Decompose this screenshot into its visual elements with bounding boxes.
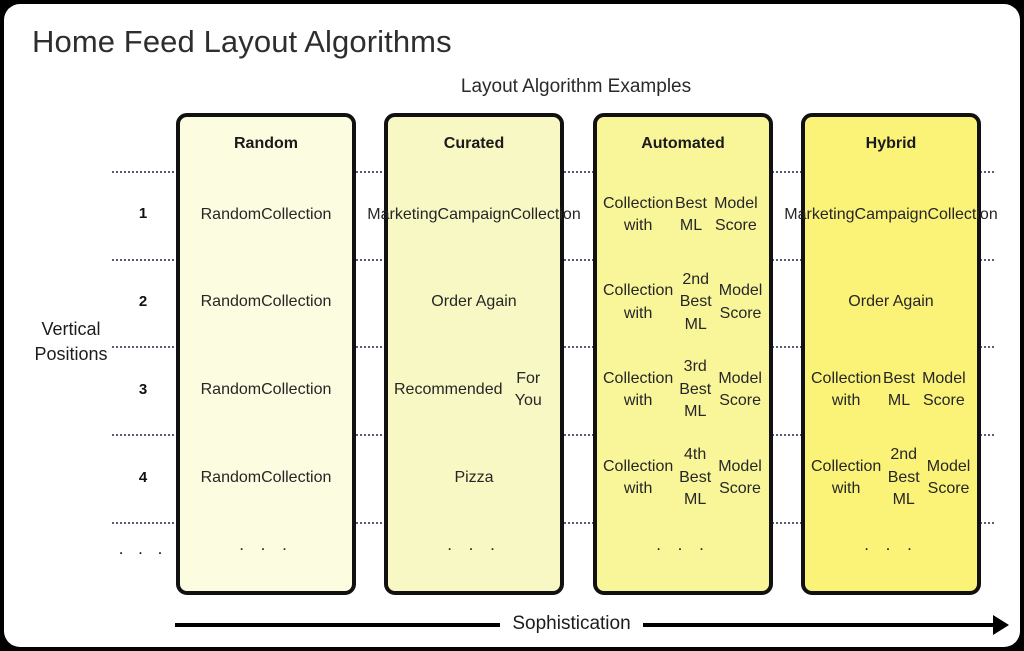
- column-header-automated: Automated: [641, 135, 725, 152]
- y-axis-label-line1: Vertical: [41, 319, 101, 339]
- page-title: Home Feed Layout Algorithms: [32, 24, 452, 59]
- right-arrow-icon: [993, 615, 1009, 635]
- cell-automated-ellipsis: . . .: [656, 534, 710, 554]
- y-axis-label-line2: Positions: [34, 344, 108, 364]
- cell-hybrid-ellipsis: . . .: [864, 534, 918, 554]
- chart-subtitle-text: Layout Algorithm Examples: [460, 76, 692, 97]
- row-label-ellipsis: . . .: [118, 539, 168, 558]
- row-label-2: 2: [138, 293, 148, 310]
- cell-curated-2: Order Again: [431, 293, 517, 311]
- x-axis-label: Sophistication: [512, 613, 631, 634]
- y-axis-label: Vertical Positions: [18, 317, 124, 367]
- cell-hybrid-2: Order Again: [848, 293, 934, 311]
- row-label-4: 4: [138, 469, 148, 486]
- x-axis-line-right: [643, 623, 995, 627]
- column-header-random: Random: [234, 135, 298, 152]
- cell-curated-ellipsis: . . .: [447, 534, 501, 554]
- x-axis: Sophistication: [4, 604, 1020, 644]
- x-axis-line-left: [175, 623, 500, 627]
- cell-curated-4: Pizza: [454, 468, 494, 486]
- row-label-1: 1: [138, 205, 148, 222]
- chart-subtitle: Layout Algorithm Examples: [4, 76, 1020, 98]
- column-header-hybrid: Hybrid: [865, 135, 917, 152]
- chart-plot-area: Vertical Positions 1 2 3 4 . . . Random …: [4, 4, 1020, 647]
- slide-card: Home Feed Layout Algorithms Layout Algor…: [4, 4, 1020, 647]
- column-header-curated: Curated: [443, 135, 505, 152]
- row-label-3: 3: [138, 381, 148, 398]
- cell-random-ellipsis: . . .: [239, 534, 293, 554]
